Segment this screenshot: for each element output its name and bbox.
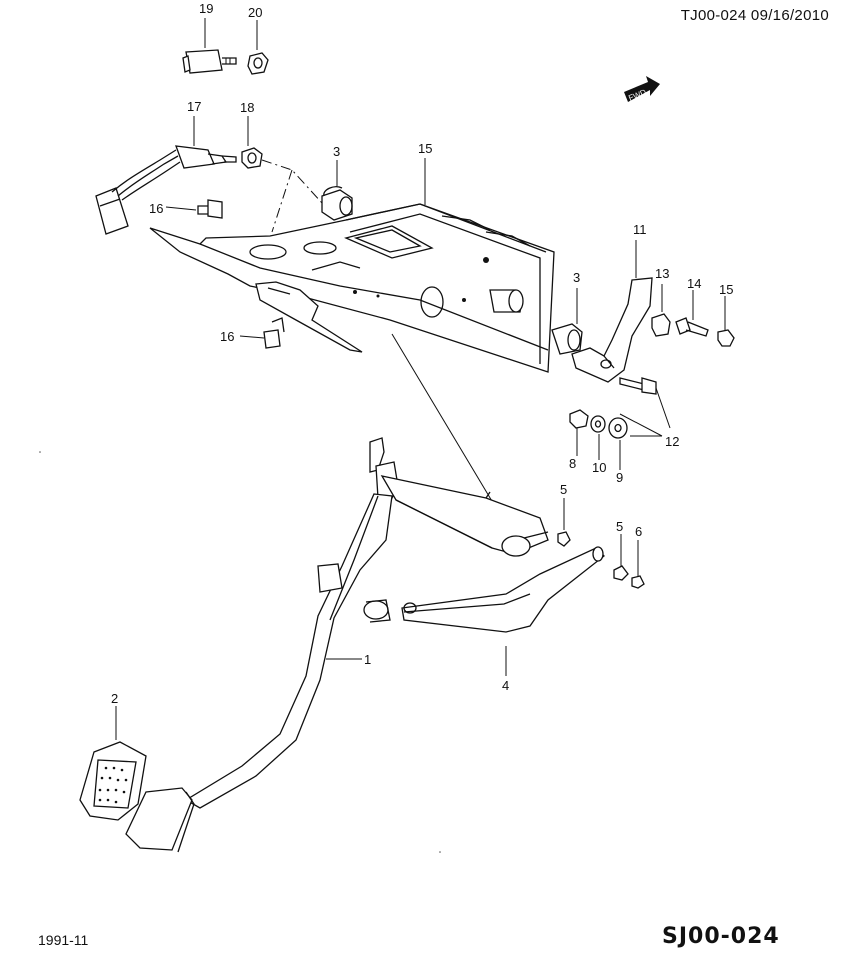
part-16-bolt-lower: [239, 317, 285, 349]
diagram-code: SJ00-024: [662, 924, 780, 949]
callout-11: 8: [569, 456, 576, 471]
part-5-pin-upper: [557, 498, 571, 547]
callout-19: 19: [199, 1, 213, 16]
part-11-nut: [569, 409, 589, 456]
part-5-pin-right: [613, 534, 629, 581]
part-15-pedal-bracket: [149, 158, 555, 373]
callout-20: 20: [248, 5, 262, 20]
part-14-nut: [717, 296, 735, 347]
callout-18: 18: [240, 100, 254, 115]
part-2-pedal-pad-cover: [79, 706, 147, 821]
callout-10: 10: [592, 460, 606, 475]
part-16-bolt-upper: [165, 199, 223, 219]
callout-9: 9: [616, 470, 623, 485]
diagram-date: 1991-11: [38, 932, 89, 948]
part-7-bracket: [571, 240, 653, 383]
part-13-bolt: [675, 290, 709, 337]
fwd-arrow-icon: FWD: [624, 76, 660, 103]
callout-1: 1: [364, 652, 371, 667]
part-3-bushing-right: [551, 288, 583, 355]
part-20-nut: [247, 20, 269, 75]
callout-3-right: 3: [573, 270, 580, 285]
part-9-washer: [608, 417, 628, 470]
callout-2: 2: [111, 691, 118, 706]
callout-14: 15: [719, 282, 733, 297]
part-3-bushing-upper: [321, 160, 353, 221]
part-1-pedal-pad: [125, 787, 195, 853]
part-1-clutch-pedal-arm: [184, 437, 549, 809]
callout-5-right: 5: [616, 519, 623, 534]
part-12-collar: [651, 284, 671, 337]
callout-13: 14: [687, 276, 701, 291]
callout-6: 6: [635, 524, 642, 539]
callout-15: 15: [418, 141, 432, 156]
part-8-bolt: [619, 377, 671, 429]
part-19-switch: [182, 18, 237, 74]
callout-3-upper: 3: [333, 144, 340, 159]
callout-7: 11: [633, 222, 647, 237]
callout-16-lower: 16: [220, 329, 234, 344]
callout-5-upper: 5: [560, 482, 567, 497]
part-6-clip: [631, 540, 645, 589]
callout-17: 17: [187, 99, 201, 114]
part-4-pushrod-arm: [363, 546, 605, 676]
part-10-washer: [590, 415, 606, 460]
part-18-nut: [241, 116, 263, 169]
diagram-header-code: TJ00-024 09/16/2010: [680, 7, 829, 24]
part-17-switch-connector: [95, 116, 237, 235]
callout-8: 12: [665, 434, 679, 449]
callout-12: 13: [655, 266, 669, 281]
callout-4: 4: [502, 678, 509, 693]
callout-16-upper: 16: [149, 201, 163, 216]
